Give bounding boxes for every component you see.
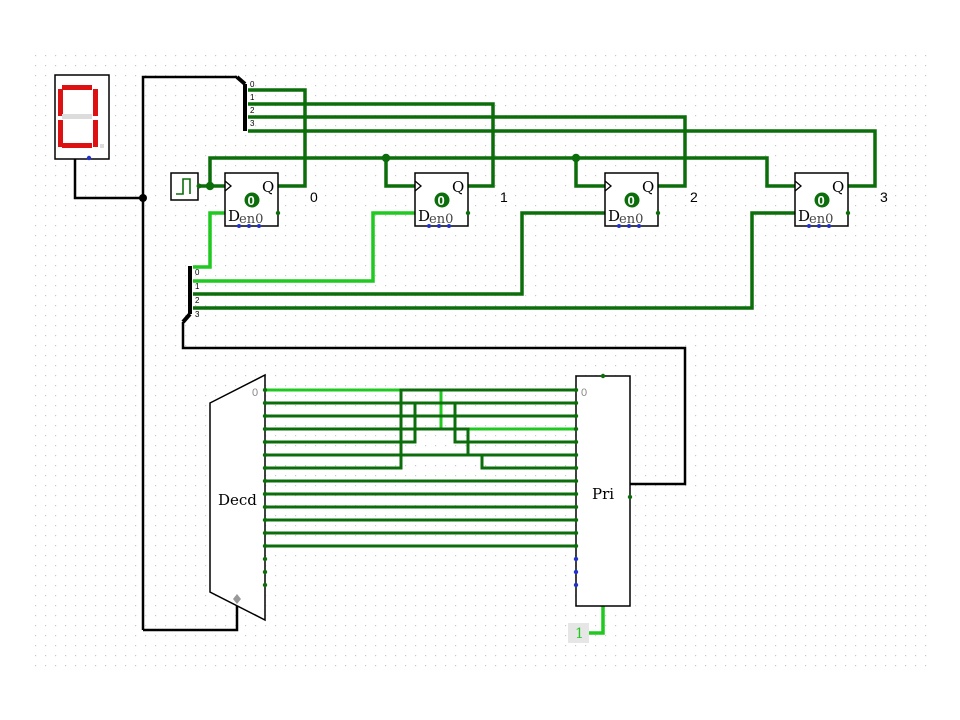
segment-f [58, 89, 63, 116]
segment-g [62, 114, 92, 119]
priority-encoder-bit0-label: 0 [581, 387, 587, 399]
wire [193, 211, 415, 283]
wire [193, 211, 225, 269]
wire [193, 211, 605, 296]
splitter-top-bit-1: 1 [250, 93, 255, 102]
clock-input[interactable] [170, 172, 202, 201]
flipflop-d-label: D [228, 207, 240, 225]
wire [574, 158, 605, 188]
wires [73, 75, 877, 635]
wire [265, 388, 576, 470]
wire-junction [571, 153, 581, 163]
constant-one-label: 1 [575, 626, 584, 642]
splitter-mid-bit-0: 0 [195, 268, 200, 277]
flipflop-d-label: D [798, 207, 810, 225]
flipflop-en-label: en0 [239, 212, 263, 227]
segment-c [93, 120, 98, 147]
flipflop-state-indicator [814, 192, 830, 208]
flipflop-state: 0 [438, 193, 445, 208]
segment-d [62, 143, 92, 148]
flipflop-index-label: 3 [880, 189, 888, 205]
flipflop-q-label: Q [642, 178, 654, 196]
wire [193, 211, 795, 310]
wire [248, 102, 495, 188]
flipflop-en-label: en0 [429, 212, 453, 227]
decoder-label: Decd [218, 491, 257, 509]
wire [248, 129, 877, 188]
wire [265, 427, 576, 457]
wire [248, 88, 307, 188]
flipflop-en-label: en0 [619, 212, 643, 227]
wire [265, 401, 576, 444]
wire-junction [381, 153, 391, 163]
wire [265, 453, 576, 470]
flipflop-state-indicator [624, 192, 640, 208]
flipflop-q-label: Q [832, 178, 844, 196]
flipflop-state-indicator [244, 192, 260, 208]
splitter-top-bit-3: 3 [250, 119, 255, 128]
segment-a [62, 85, 92, 90]
segment-dp [100, 144, 104, 148]
flipflop-index-label: 2 [690, 189, 698, 205]
splitter-mid-bit-1: 1 [195, 282, 200, 291]
decoder[interactable]: Decd 0 [209, 373, 268, 622]
grid-dots [35, 55, 927, 667]
flipflop-index-label: 0 [310, 189, 318, 205]
priority-encoder[interactable]: Pri 0 [573, 373, 633, 607]
wire [384, 158, 415, 188]
flipflop-state: 0 [248, 193, 255, 208]
priority-encoder-label: Pri [592, 485, 614, 503]
splitter-top-bit-0: 0 [250, 80, 255, 89]
wire [181, 322, 687, 486]
constant-one[interactable]: 1 [568, 623, 589, 643]
flipflop-state-indicator [434, 192, 450, 208]
decoder-bit0-label: 0 [252, 387, 258, 399]
wire [248, 115, 687, 188]
wire [265, 388, 576, 431]
flipflop-q-label: Q [262, 178, 274, 196]
splitter-top[interactable]: 0 1 2 3 [235, 75, 255, 131]
wire [589, 606, 605, 635]
flipflop-index-label: 1 [500, 189, 508, 205]
splitter-top-bit-2: 2 [250, 106, 255, 115]
flipflop-q-label: Q [452, 178, 464, 196]
clock-square-wave-icon [176, 178, 191, 195]
splitter-mid-bit-2: 2 [195, 296, 200, 305]
flipflop-en-label: en0 [809, 212, 833, 227]
wire [141, 75, 237, 630]
splitter-mid[interactable]: 0 1 2 3 [181, 266, 200, 324]
flipflop-state: 0 [818, 193, 825, 208]
flipflop-d-label: D [608, 207, 620, 225]
wire [265, 401, 576, 444]
wire [73, 158, 143, 200]
wire-junction [139, 194, 147, 202]
flipflop-d-label: D [418, 207, 430, 225]
segment-b [93, 89, 98, 116]
seven-segment-display[interactable] [54, 74, 110, 161]
segment-e [58, 120, 63, 147]
flipflop-state: 0 [628, 193, 635, 208]
wire [143, 606, 239, 632]
splitter-mid-bit-3: 3 [195, 310, 200, 319]
wire [208, 156, 795, 188]
